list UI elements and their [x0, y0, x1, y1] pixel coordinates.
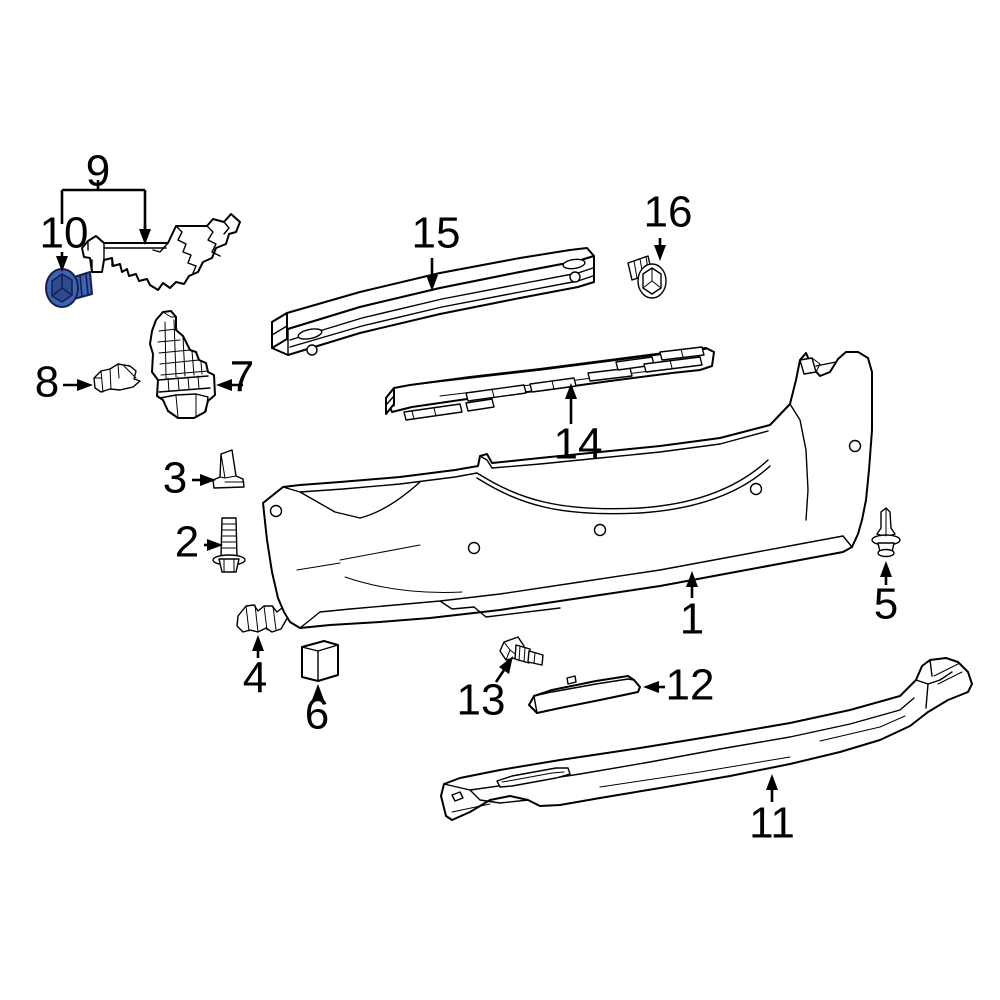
callout-label-8: 8	[35, 358, 59, 407]
callout-label-1: 1	[680, 595, 704, 644]
callout-5-leader	[880, 561, 892, 585]
callout-14-leader	[565, 383, 577, 424]
callout-2-leader	[204, 539, 223, 551]
part-7-bumper-side-retainer[interactable]	[149, 310, 216, 419]
callout-number-labels: 1 2 3 4 5 6 7 8 9 10 11 12 13 14 15 16	[35, 147, 898, 848]
part-5-bumper-cover-push-pin[interactable]	[871, 507, 901, 558]
callout-12-leader	[643, 681, 665, 693]
callout-7-leader	[216, 379, 243, 391]
callout-16-leader	[654, 238, 666, 261]
callout-label-16: 16	[644, 188, 693, 237]
callout-label-13: 13	[457, 676, 506, 725]
part-8-retainer-clip[interactable]	[93, 363, 141, 393]
callout-label-4: 4	[243, 654, 267, 703]
callout-8-leader	[63, 379, 93, 391]
callout-1-leader	[686, 571, 698, 598]
callout-3-leader	[192, 474, 216, 486]
callout-10-leader	[56, 252, 68, 272]
part-9-bumper-stay-bracket[interactable]	[81, 213, 241, 291]
part-12-rear-side-reflector[interactable]	[528, 675, 641, 714]
part-14-bumper-energy-absorber[interactable]	[385, 346, 715, 421]
part-3-bumper-retainer-pin[interactable]	[212, 449, 245, 489]
callout-label-2: 2	[175, 518, 199, 567]
callout-9-bracket	[60, 180, 151, 245]
callout-label-6: 6	[305, 690, 329, 739]
callout-15-leader	[426, 258, 438, 291]
callout-label-15: 15	[412, 209, 461, 258]
part-15-bumper-reinforcement-beam[interactable]	[271, 247, 595, 356]
part-11-rear-lower-valance-spoiler[interactable]	[440, 657, 973, 821]
part-16-reinforcement-bolt[interactable]	[627, 255, 667, 299]
part-1-rear-bumper-cover[interactable]	[262, 351, 873, 629]
callout-11-leader	[766, 774, 778, 802]
callout-label-14: 14	[554, 420, 603, 469]
part-4-bumper-cover-clip[interactable]	[236, 604, 290, 633]
callout-label-11: 11	[749, 799, 795, 848]
callout-6-leader	[312, 684, 324, 700]
callout-label-7: 7	[230, 353, 254, 402]
callout-13-leader	[494, 656, 513, 683]
part-10-bumper-stay-bolt-highlighted[interactable]	[45, 268, 93, 308]
callout-label-12: 12	[666, 661, 715, 710]
callout-4-leader	[252, 635, 264, 658]
callout-label-10: 10	[40, 209, 89, 258]
part-13-reflector-bolt[interactable]	[499, 636, 544, 666]
callout-label-5: 5	[874, 580, 898, 629]
part-2-bumper-cover-bolt[interactable]	[212, 517, 246, 573]
callout-label-3: 3	[163, 454, 187, 503]
part-6-bumper-cover-pad[interactable]	[301, 640, 339, 682]
callout-label-9: 9	[86, 147, 110, 196]
